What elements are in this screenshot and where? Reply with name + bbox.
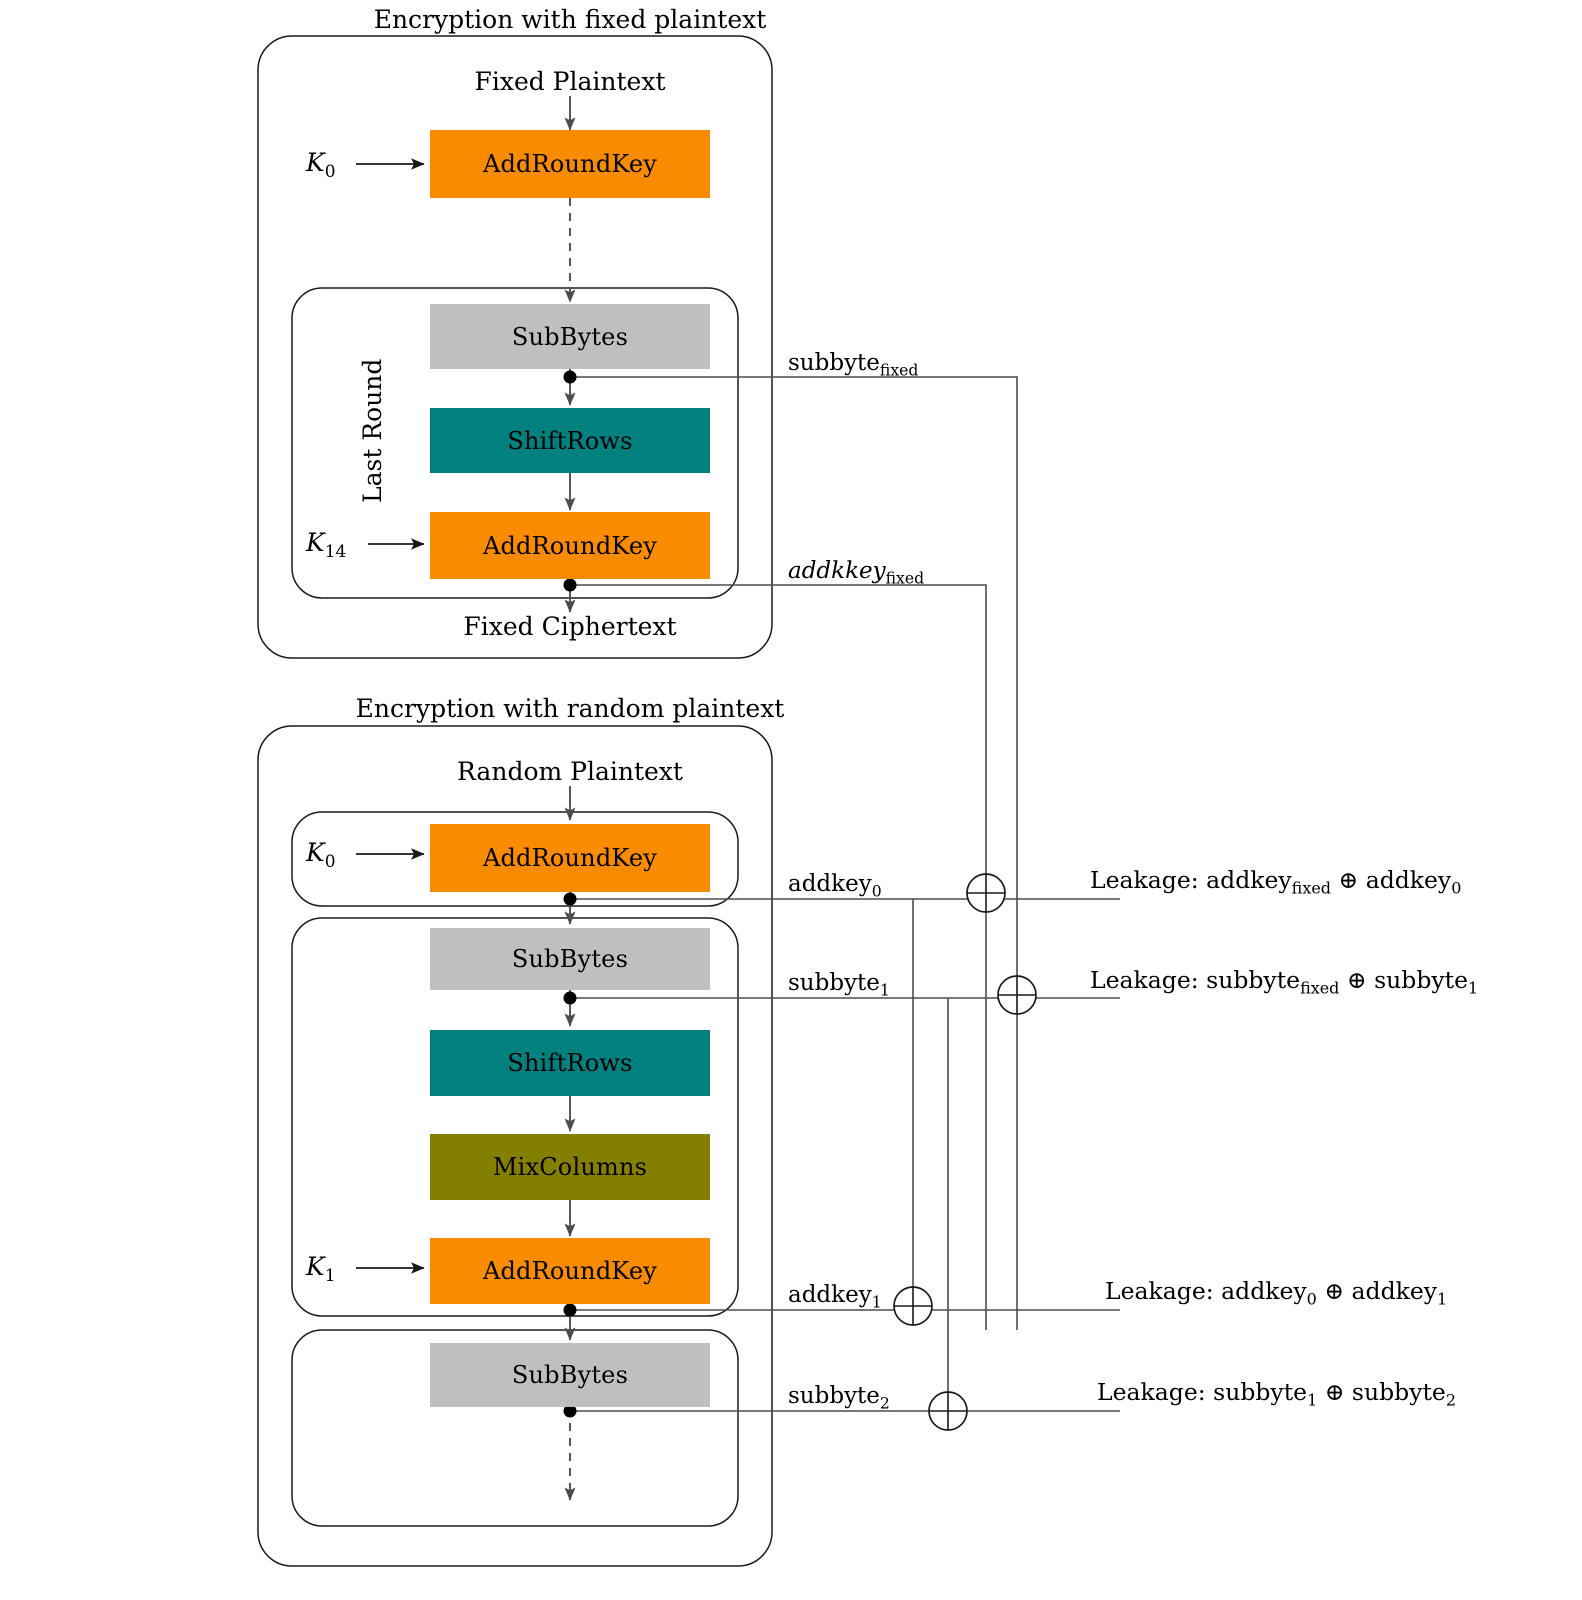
leakage-3-left: subbyte bbox=[1213, 1378, 1308, 1406]
fixed-addroundkey-initial[interactable]: AddRoundKey bbox=[430, 130, 710, 198]
leakage-3-prefix: Leakage: bbox=[1097, 1378, 1206, 1406]
leakage-2-right-sub: 1 bbox=[1437, 1289, 1448, 1309]
random-key-k1: K1 bbox=[306, 1252, 336, 1286]
fixed-ciphertext-label: Fixed Ciphertext bbox=[463, 612, 677, 641]
leakage-2-left: addkey bbox=[1221, 1277, 1307, 1305]
fixed-key-k14-sub: 14 bbox=[324, 542, 347, 562]
tap-subbyte-2-base: subbyte bbox=[788, 1383, 880, 1409]
last-round-label: Last Round bbox=[358, 358, 387, 503]
leakage-2-right: addkey bbox=[1351, 1277, 1438, 1305]
random-key-k0-sub: 0 bbox=[324, 852, 336, 872]
leakage-2-prefix: Leakage: bbox=[1105, 1277, 1214, 1305]
leakage-3-left-sub: 1 bbox=[1307, 1390, 1318, 1410]
random-shiftrows-round1[interactable]: ShiftRows bbox=[430, 1030, 710, 1096]
fixed-key-k0-sub: 0 bbox=[324, 162, 336, 182]
fixed-subbytes[interactable]: SubBytes bbox=[430, 304, 710, 369]
random-plaintext-label: Random Plaintext bbox=[457, 757, 683, 786]
tap-addkey-1-sub: 1 bbox=[871, 1292, 882, 1312]
leakage-1-op: ⊕ bbox=[1346, 966, 1367, 994]
tap-addkkey-fixed-sub: fixed bbox=[885, 568, 925, 588]
leakage-0-left-sub: fixed bbox=[1291, 878, 1332, 898]
tap-label-subbyte-fixed: subbytefixed bbox=[788, 350, 918, 380]
tap-label-addkey-1: addkey1 bbox=[788, 1282, 882, 1312]
leakage-label-0: Leakage: addkeyfixed ⊕ addkey0 bbox=[1090, 866, 1461, 898]
random-addroundkey-round1[interactable]: AddRoundKey bbox=[430, 1238, 710, 1304]
tap-subbyte-2-sub: 2 bbox=[879, 1393, 890, 1413]
fixed-key-k0: K0 bbox=[306, 148, 336, 182]
tap-subbyte-1-sub: 1 bbox=[879, 980, 890, 1000]
tap-addkey-0-sub: 0 bbox=[871, 881, 882, 901]
leakage-0-right: addkey bbox=[1365, 866, 1452, 894]
tap-label-addkey-0: addkey0 bbox=[788, 871, 882, 901]
leakage-3-op: ⊕ bbox=[1324, 1378, 1345, 1406]
fixed-shiftrows[interactable]: ShiftRows bbox=[430, 408, 710, 473]
leakage-3-right: subbyte bbox=[1351, 1378, 1446, 1406]
leakage-1-left-sub: fixed bbox=[1300, 978, 1340, 998]
random-subbytes-round1[interactable]: SubBytes bbox=[430, 928, 710, 990]
tap-subbyte-fixed-base: subbyte bbox=[788, 350, 880, 376]
random-key-k0: K0 bbox=[306, 838, 336, 872]
leakage-2-left-sub: 0 bbox=[1306, 1289, 1317, 1309]
tap-addkkey-fixed-base: addkkey bbox=[788, 558, 886, 584]
leakage-0-op: ⊕ bbox=[1338, 866, 1359, 894]
leakage-1-prefix: Leakage: bbox=[1090, 966, 1199, 994]
leakage-label-3: Leakage: subbyte1 ⊕ subbyte2 bbox=[1097, 1378, 1456, 1410]
leakage-1-left: subbyte bbox=[1206, 966, 1301, 994]
tap-label-subbyte-1: subbyte1 bbox=[788, 970, 890, 1000]
tap-label-subbyte-2: subbyte2 bbox=[788, 1383, 890, 1413]
tap-addkey-0-base: addkey bbox=[788, 871, 872, 897]
leakage-0-prefix: Leakage: bbox=[1090, 866, 1199, 894]
leakage-2-op: ⊕ bbox=[1324, 1277, 1345, 1305]
fixed-section-title: Encryption with fixed plaintext bbox=[373, 5, 767, 34]
leakage-label-2: Leakage: addkey0 ⊕ addkey1 bbox=[1105, 1277, 1447, 1309]
fixed-addroundkey-last[interactable]: AddRoundKey bbox=[430, 512, 710, 579]
leakage-0-left: addkey bbox=[1206, 866, 1292, 894]
leakage-1-right: subbyte bbox=[1374, 966, 1468, 994]
fixed-plaintext-label: Fixed Plaintext bbox=[474, 67, 666, 96]
tap-addkey-1-base: addkey bbox=[788, 1282, 872, 1308]
random-addroundkey-round0[interactable]: AddRoundKey bbox=[430, 824, 710, 892]
leakage-label-1: Leakage: subbytefixed ⊕ subbyte1 bbox=[1090, 966, 1478, 998]
tap-subbyte-fixed-sub: fixed bbox=[879, 360, 919, 380]
leakage-0-right-sub: 0 bbox=[1451, 878, 1462, 898]
random-section-title: Encryption with random plaintext bbox=[355, 694, 785, 723]
fixed-key-k14: K14 bbox=[306, 528, 347, 562]
random-subbytes-round2[interactable]: SubBytes bbox=[430, 1343, 710, 1407]
tap-label-addkkey-fixed: addkkeyfixed bbox=[788, 558, 924, 588]
random-mixcolumns-round1[interactable]: MixColumns bbox=[430, 1134, 710, 1200]
random-key-k1-sub: 1 bbox=[324, 1266, 336, 1286]
tap-subbyte-1-base: subbyte bbox=[788, 970, 880, 996]
leakage-3-right-sub: 2 bbox=[1445, 1390, 1456, 1410]
leakage-1-right-sub: 1 bbox=[1468, 978, 1479, 998]
